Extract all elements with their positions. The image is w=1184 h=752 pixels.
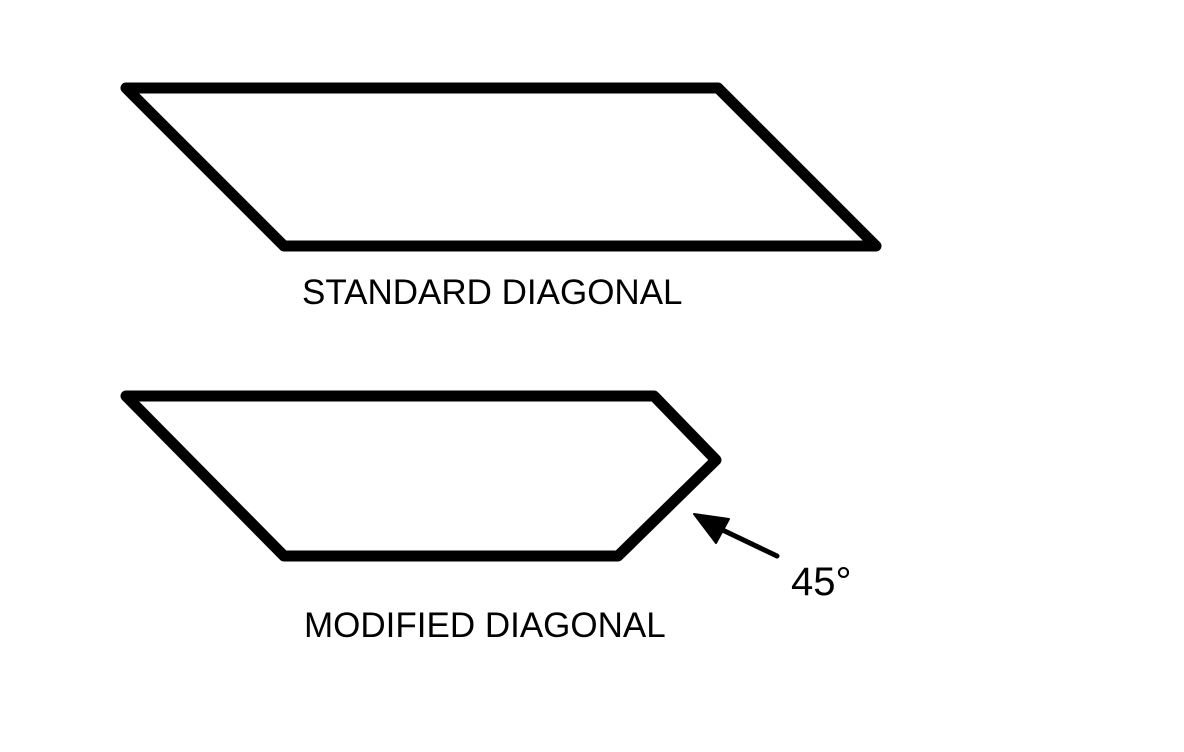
angle-label: 45° bbox=[791, 560, 852, 604]
standard-diagonal-shape bbox=[120, 82, 882, 252]
angle-callout-arrow bbox=[693, 513, 780, 559]
modified-diagonal: MODIFIED DIAGONAL 45° bbox=[120, 390, 852, 645]
modified-diagonal-label: MODIFIED DIAGONAL bbox=[304, 606, 666, 645]
standard-diagonal: STANDARD DIAGONAL bbox=[120, 82, 882, 312]
arrow-head bbox=[693, 513, 730, 544]
standard-diagonal-label: STANDARD DIAGONAL bbox=[302, 273, 683, 312]
modified-diagonal-shape bbox=[120, 390, 722, 562]
